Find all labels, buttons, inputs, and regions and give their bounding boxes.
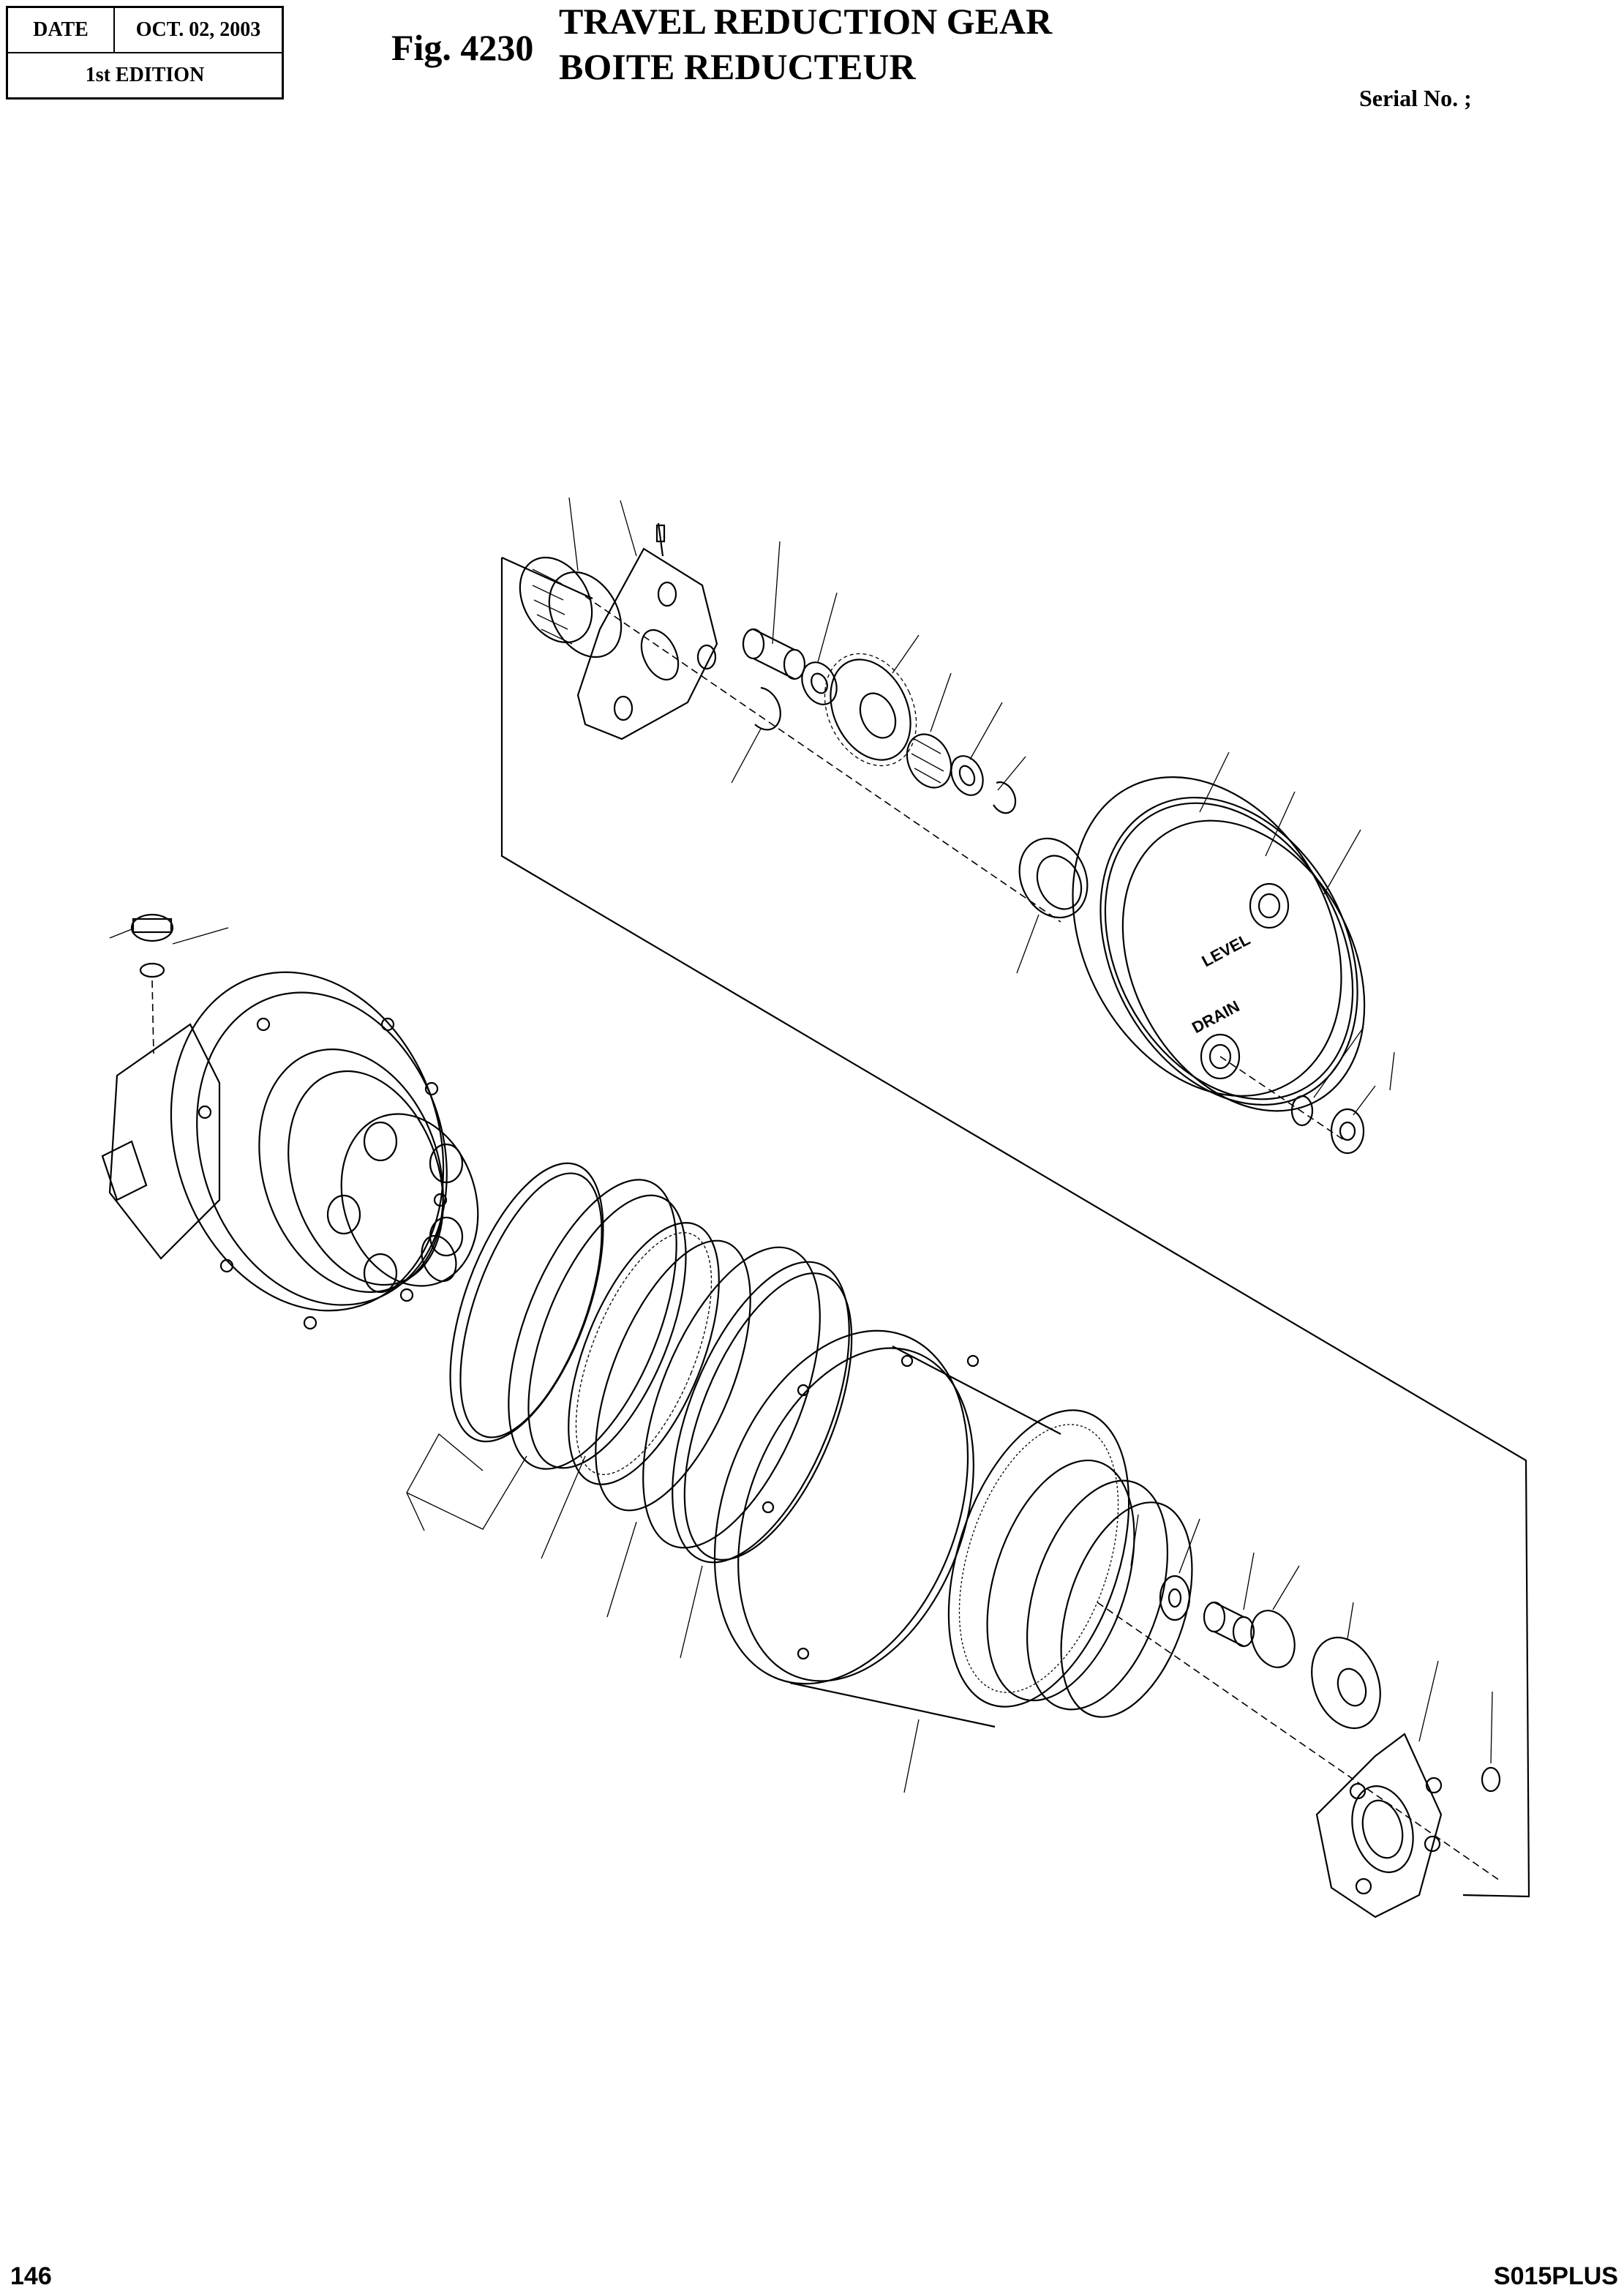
level-mark: LEVEL bbox=[1199, 930, 1253, 970]
cover-housing: LEVEL DRAIN bbox=[1072, 776, 1366, 1155]
planet-gear-set bbox=[742, 628, 1017, 814]
lower-planet-parts bbox=[1159, 1575, 1501, 1918]
drain-mark: DRAIN bbox=[1189, 997, 1242, 1037]
plug-and-oring bbox=[130, 913, 174, 1054]
assembly-outline bbox=[500, 556, 1530, 1898]
travel-motor bbox=[101, 971, 448, 1330]
oil-seal bbox=[1018, 837, 1089, 919]
lower-center-axis bbox=[1097, 1602, 1500, 1881]
date-edition-box: DATE OCT. 02, 2003 1st EDITION bbox=[6, 6, 284, 100]
figure-number: Fig. 4230 bbox=[391, 27, 534, 68]
page-number: 146 bbox=[10, 2262, 52, 2290]
planet-carrier-plate bbox=[576, 522, 718, 740]
ring-gear-housing bbox=[713, 1329, 1193, 1728]
date-label: DATE bbox=[8, 8, 115, 53]
serial-number-label: Serial No. ; bbox=[1359, 85, 1472, 111]
motor-output-flange bbox=[326, 1113, 479, 1294]
model-code: S015PLUS bbox=[1493, 2262, 1618, 2290]
edition-label: 1st EDITION bbox=[85, 64, 205, 86]
date-value: OCT. 02, 2003 bbox=[115, 8, 282, 53]
callout-leader-lines bbox=[109, 497, 1493, 1793]
bearing-and-seal-rings bbox=[449, 1162, 853, 1564]
upper-center-axis bbox=[584, 596, 1061, 923]
sun-gear-upper bbox=[519, 556, 623, 659]
title-english: TRAVEL REDUCTION GEAR bbox=[559, 1, 1053, 42]
title-french: BOITE REDUCTEUR bbox=[559, 46, 916, 87]
